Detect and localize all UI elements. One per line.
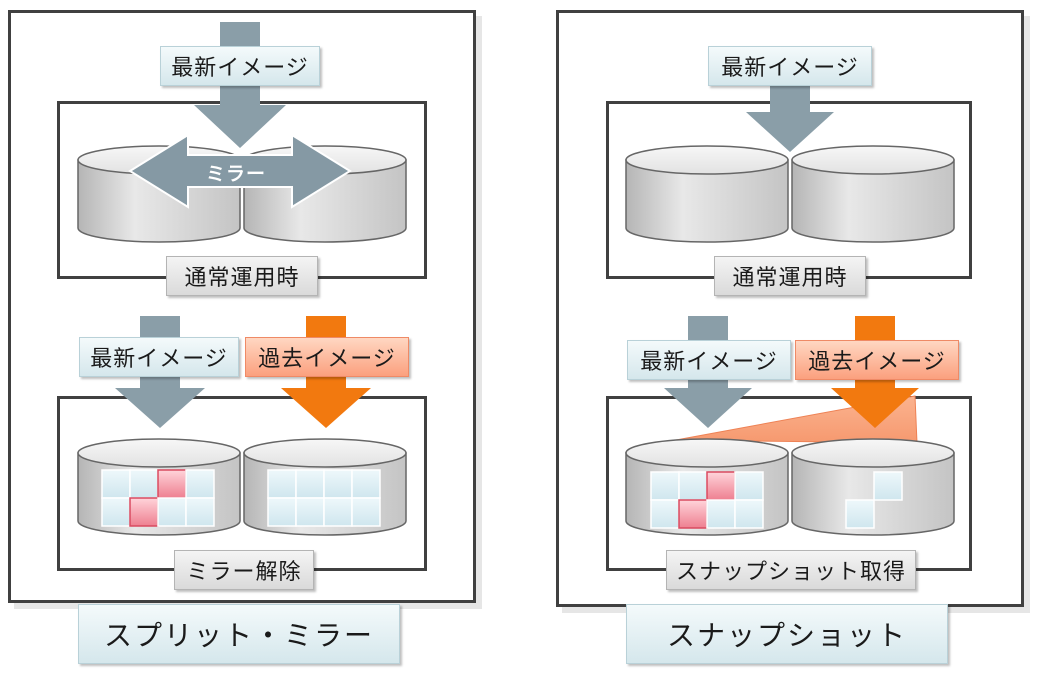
mirror-double-arrow: [128, 133, 352, 209]
right-latest-image-top-label: 最新イメージ: [708, 46, 872, 86]
right-normal-operation-label: 通常運用時: [714, 256, 866, 296]
left-latest-image-top-label: 最新イメージ: [160, 46, 320, 86]
right-past-image-label: 過去イメージ: [795, 340, 959, 380]
mirror-release-label: ミラー解除: [174, 550, 314, 590]
right-upper-disk-a: [625, 145, 789, 243]
right-top-latest-arrow: [746, 82, 834, 152]
left-latest-image-bottom-label: 最新イメージ: [79, 337, 239, 377]
snapshot-acquire-label: スナップショット取得: [666, 550, 916, 590]
left-disk-a-blocks: [101, 469, 215, 527]
right-upper-disk-b: [791, 145, 955, 243]
snapshot-title: スナップショット: [626, 604, 948, 664]
right-latest-image-bottom-label: 最新イメージ: [627, 340, 791, 380]
left-disk-b-blocks: [267, 469, 381, 527]
right-disk-b-saved-blocks: [845, 471, 903, 529]
left-normal-operation-label: 通常運用時: [166, 256, 318, 296]
split-mirror-title: スプリット・ミラー: [78, 604, 400, 664]
right-lower-disk-b: [791, 438, 955, 536]
left-past-image-label: 過去イメージ: [245, 337, 409, 377]
mirror-label: ミラー: [206, 163, 267, 185]
right-disk-a-blocks: [650, 471, 764, 529]
